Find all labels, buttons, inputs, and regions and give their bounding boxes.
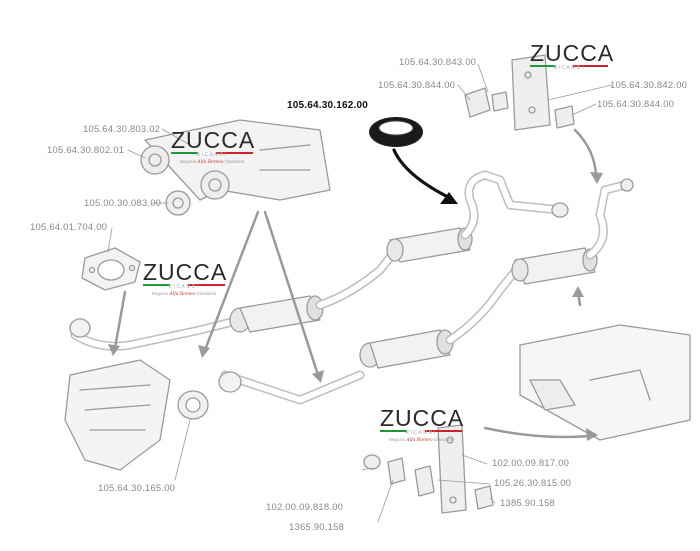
logo-wordmark: ZUCCA xyxy=(143,259,228,285)
rear-silencer-b xyxy=(511,247,598,285)
manifold-outline xyxy=(64,359,171,471)
front-flange xyxy=(69,318,91,338)
highlight-arrow xyxy=(392,148,450,199)
part-label: 105.64.30.843.00 xyxy=(399,57,477,68)
part-label: 1365.90.158 xyxy=(289,522,345,533)
zucca-logo: ZUCCA RICAMBI xyxy=(530,40,615,71)
callout-arrows xyxy=(113,128,598,439)
zucca-logo: ZUCCA RICAMBI Negozio Alfa Romeo Classic… xyxy=(171,127,256,165)
part-label: 105.64.01.704.00 xyxy=(30,222,108,233)
logo-subtitle: RICAMBI xyxy=(196,152,228,158)
logo-subtitle: RICAMBI xyxy=(168,284,200,290)
bushing xyxy=(165,190,191,216)
leader-lines xyxy=(107,63,613,523)
part-label: 102.00.09.818.00 xyxy=(266,502,344,513)
front-silencer-b xyxy=(359,329,454,369)
front-silencer-a xyxy=(229,295,324,333)
logo-subtitle: RICAMBI xyxy=(405,430,437,436)
flange-gasket xyxy=(177,390,209,420)
logo-subtitle: RICAMBI xyxy=(553,65,585,71)
rubber-ring-162 xyxy=(369,117,423,147)
logo-wordmark: ZUCCA xyxy=(171,127,256,153)
part-label: 105.26.30.815.00 xyxy=(494,478,572,489)
part-label: 1385.90.158 xyxy=(500,498,556,509)
part-label: 105.64.30.803.02 xyxy=(83,124,161,135)
part-label: 105.64.30.802.01 xyxy=(47,145,125,156)
logo-tricolor-bar xyxy=(143,284,225,286)
logo-wordmark: ZUCCA xyxy=(530,40,615,66)
logo-tagline: Negozio Alfa Romeo Classiche xyxy=(388,437,454,443)
part-label: 102.00.09.817.00 xyxy=(492,458,570,469)
logo-tricolor-bar xyxy=(380,430,462,432)
zucca-logo: ZUCCA RICAMBI Negozio Alfa Romeo Classic… xyxy=(143,259,228,297)
highlight-arrow-head xyxy=(440,192,458,204)
part-label: 105.64.30.842.00 xyxy=(610,80,688,91)
front-mount-bracket xyxy=(144,119,331,201)
part-label: 105.64.30.165.00 xyxy=(98,483,176,494)
rear-silencer-a xyxy=(386,227,473,263)
rear-hanger-bottom xyxy=(363,424,494,514)
front-gasket xyxy=(81,247,141,291)
highlighted-part-label: 105.64.30.162.00 xyxy=(287,100,369,111)
rear-body-outline xyxy=(519,324,691,441)
logo-tagline: Negozio Alfa Romeo Classiche xyxy=(151,291,217,297)
tail-pipe-b xyxy=(585,180,630,260)
part-label: 105.00.30.083.00 xyxy=(84,198,162,209)
logo-wordmark: ZUCCA xyxy=(380,405,465,431)
rear-hanger-top xyxy=(464,54,575,131)
logo-tagline: Negozio Alfa Romeo Classiche xyxy=(179,159,245,165)
logo-tricolor-bar xyxy=(171,152,253,154)
logo-tricolor-bar xyxy=(530,65,608,67)
callout-arrowheads xyxy=(108,172,603,441)
zucca-logo: ZUCCA RICAMBI Negozio Alfa Romeo Classic… xyxy=(380,405,465,443)
part-label: 105.64.30.844.00 xyxy=(597,99,675,110)
part-label: 105.64.30.844.00 xyxy=(378,80,456,91)
